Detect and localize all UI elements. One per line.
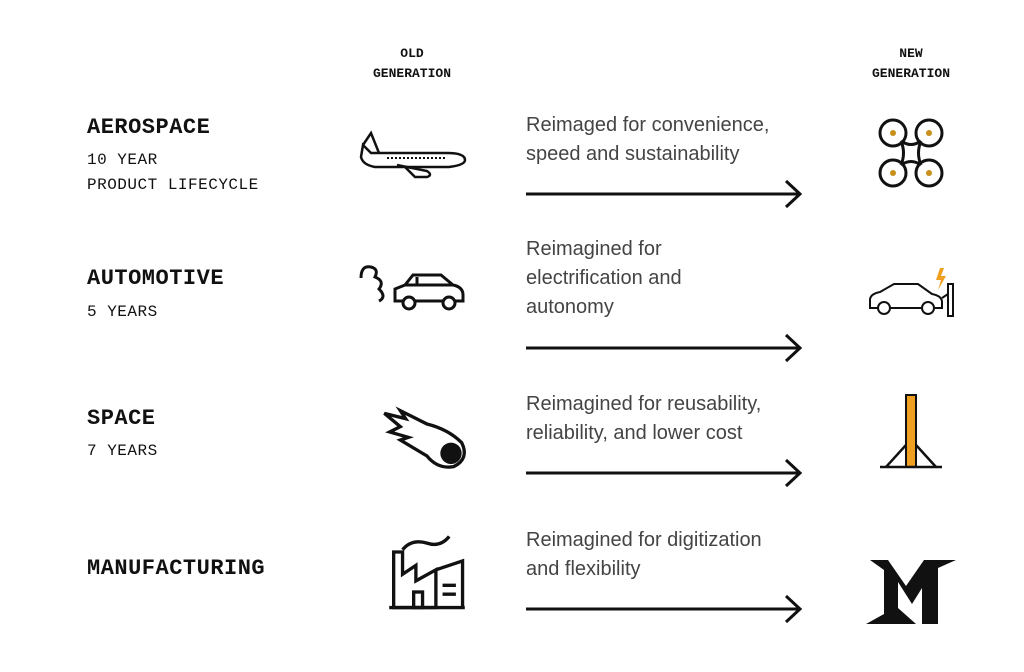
description-line: reliability, and lower cost (526, 422, 743, 444)
arrow-icon (526, 179, 803, 209)
header-line: GENERATION (871, 66, 950, 81)
row-title-manufacturing: MANUFACTURING (87, 556, 266, 581)
description-line: speed and sustainability (526, 143, 740, 165)
description-line: Reimaged for convenience, (526, 114, 770, 136)
header-line: NEW (899, 46, 923, 61)
exhaust-car-icon (359, 265, 465, 311)
description-line: autonomy (526, 296, 614, 318)
description-line: electrification and (526, 267, 682, 289)
row-title-automotive: AUTOMOTIVE (87, 266, 225, 291)
subtitle-line: PRODUCT LIFECYCLE (87, 176, 259, 194)
row-description: Reimagined for digitization and flexibil… (526, 526, 762, 584)
row-title-space: SPACE (87, 406, 156, 431)
arrow-icon (526, 458, 803, 488)
description-line: Reimagined for reusability, (526, 393, 762, 415)
arrow-icon (526, 333, 803, 363)
row-subtitle: 10 YEAR PRODUCT LIFECYCLE (87, 148, 259, 198)
row-description: Reimagined for electrification and auton… (526, 235, 682, 322)
airplane-icon (359, 130, 467, 179)
header-line: OLD (400, 46, 424, 61)
row-description: Reimagined for reusability, reliability,… (526, 390, 761, 448)
electric-car-icon (869, 268, 954, 317)
subtitle-line: 5 YEARS (87, 303, 158, 321)
reusable-rocket-icon (880, 394, 942, 469)
meteor-icon (383, 406, 466, 469)
subtitle-line: 10 YEAR (87, 151, 158, 169)
drone-icon (878, 118, 944, 188)
subtitle-line: 7 YEARS (87, 442, 158, 460)
factory-icon (389, 535, 465, 610)
row-description: Reimaged for convenience, speed and sust… (526, 111, 769, 169)
row-title-aerospace: AEROSPACE (87, 115, 211, 140)
header-line: GENERATION (372, 66, 451, 81)
row-subtitle: 5 YEARS (87, 300, 158, 325)
description-line: Reimagined for digitization (526, 529, 762, 551)
old-generation-header: OLD GENERATION (342, 44, 482, 84)
description-line: Reimagined for (526, 238, 662, 260)
mx-logo-icon (866, 560, 956, 624)
arrow-icon (526, 594, 803, 624)
description-line: and flexibility (526, 558, 641, 580)
new-generation-header: NEW GENERATION (841, 44, 981, 84)
row-subtitle: 7 YEARS (87, 439, 158, 464)
